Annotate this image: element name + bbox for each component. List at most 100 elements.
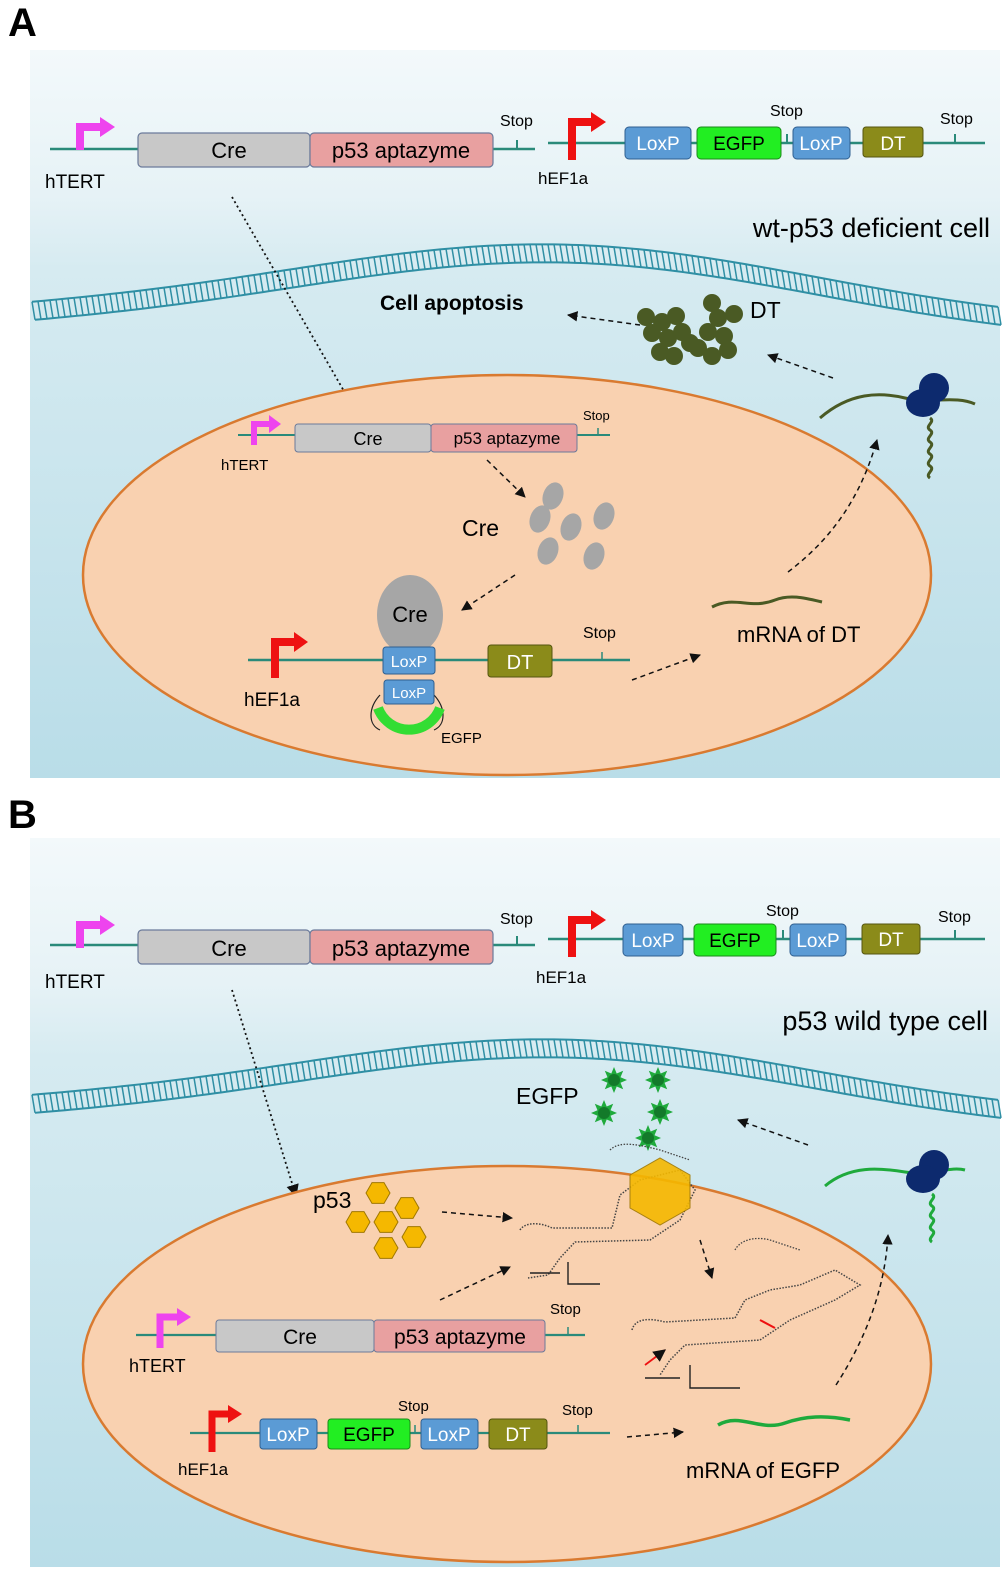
arrow: [767, 353, 834, 379]
promoter-arrow-icon: [568, 118, 594, 160]
egfp-label: EGFP: [709, 931, 761, 952]
dt-box: [487, 644, 553, 678]
stop-label: Stop: [938, 909, 971, 926]
egfp-excised-loop: [373, 706, 445, 735]
loxp-label: LoxP: [799, 134, 842, 155]
loxp-box: [624, 126, 692, 160]
arrow: [737, 1118, 809, 1146]
promoter-arrow-icon: [156, 1313, 180, 1348]
cre-gene-label: Cre: [211, 936, 246, 961]
promoter-label: hEF1a: [538, 169, 589, 188]
cre-protein-label: Cre: [462, 515, 499, 541]
aptazyme-structure-cleaved-icon: [631, 1237, 862, 1389]
loxp-box: [789, 923, 847, 957]
transfer-arrow: [231, 196, 353, 407]
aptazyme-gene-box: [373, 1319, 546, 1353]
b-nuclear-construct-hEF1a: hEF1a LoxP EGFP Stop LoxP DT Stop: [178, 1398, 610, 1479]
p53-protein-icon: [345, 1182, 427, 1259]
stop-label: Stop: [500, 113, 533, 130]
cell-membrane: [31, 243, 1002, 326]
stop-label: Stop: [766, 903, 799, 920]
arrow: [441, 1211, 514, 1223]
panel-a-letter: A: [8, 1, 37, 45]
cre-recombinase-label: Cre: [392, 602, 427, 627]
egfp-box: [327, 1418, 411, 1450]
a-nuclear-construct-hTERT: hTERT Cre p53 aptazyme Stop: [221, 408, 610, 474]
a-top-construct-hTERT: hTERT Cre p53 aptazyme Stop: [45, 113, 535, 193]
p53-hexagon: [401, 1226, 427, 1248]
b-top-construct-hTERT: hTERT Cre p53 aptazyme Stop: [45, 911, 535, 993]
stop-label: Stop: [550, 1301, 581, 1318]
promoter-label: hTERT: [45, 172, 105, 193]
aptazyme-gene-box: [309, 929, 494, 965]
arrow: [699, 1239, 715, 1280]
stop-label: Stop: [500, 911, 533, 928]
p53-label: p53: [313, 1187, 351, 1213]
stop-label: Stop: [583, 408, 610, 423]
arrow: [461, 574, 516, 611]
egfp-box: [693, 923, 777, 957]
arrow: [626, 1427, 685, 1439]
nucleus: [81, 373, 933, 777]
promoter-arrow-icon: [271, 638, 296, 678]
aptazyme-gene-box: [430, 423, 578, 453]
apoptosis-label: Cell apoptosis: [380, 292, 524, 315]
nucleus: [81, 1164, 933, 1564]
egfp-protein-icon: [591, 1067, 673, 1151]
stop-label: Stop: [398, 1398, 429, 1415]
loxp-box: [383, 679, 435, 705]
cell-type-label: wt-p53 deficient cell: [752, 213, 990, 243]
dt-label: DT: [880, 134, 906, 155]
egfp-protein-label: EGFP: [516, 1083, 579, 1109]
dt-protein-label: DT: [750, 297, 781, 323]
dt-label: DT: [878, 930, 904, 951]
promoter-label: hTERT: [45, 972, 105, 993]
p53-hexagon: [373, 1211, 399, 1233]
loxp-box: [420, 1418, 479, 1450]
p53-hexagon: [373, 1237, 399, 1259]
cre-protein-icon: [529, 482, 615, 570]
mrna-dt-icon: [711, 595, 823, 609]
b-top-construct-hEF1a: hEF1a LoxP EGFP Stop LoxP DT Stop: [536, 903, 985, 987]
promoter-arrow-icon: [251, 421, 272, 445]
aptazyme-structure-bound-icon: [519, 1143, 696, 1285]
mrna-label: mRNA of DT: [737, 622, 860, 647]
p53-hexagon: [345, 1211, 371, 1233]
dt-box: [861, 923, 921, 955]
loxp-label: LoxP: [427, 1425, 470, 1446]
arrow: [631, 653, 701, 681]
stop-label: Stop: [562, 1402, 593, 1419]
dt-box: [488, 1418, 548, 1450]
loxp-box: [792, 126, 851, 160]
loxp-label: LoxP: [796, 931, 839, 952]
promoter-label: hEF1a: [536, 968, 587, 987]
loxp-label: LoxP: [631, 931, 674, 952]
arrow: [439, 1266, 511, 1301]
promoter-label: hTERT: [221, 457, 268, 474]
egfp-box: [696, 126, 782, 160]
a-top-construct-hEF1a: hEF1a LoxP EGFP Stop LoxP DT Stop: [538, 103, 985, 188]
aptazyme-gene-label: p53 aptazyme: [332, 936, 470, 961]
promoter-label: hEF1a: [178, 1460, 229, 1479]
mrna-egfp-icon: [717, 1415, 851, 1428]
dt-protein-icon: [637, 294, 743, 365]
egfp-label: EGFP: [343, 1425, 395, 1446]
loxp-label: LoxP: [391, 654, 427, 671]
promoter-label: hTERT: [129, 1356, 186, 1376]
promoter-arrow-icon: [568, 916, 594, 957]
cre-gene-label: Cre: [211, 138, 246, 163]
promoter-arrow-icon: [76, 921, 103, 948]
loxp-box: [622, 923, 684, 957]
promoter-arrow-icon: [76, 123, 103, 150]
loxp-box: [382, 646, 436, 675]
b-nuclear-construct-hTERT: hTERT Cre p53 aptazyme Stop: [129, 1301, 585, 1376]
aptazyme-gene-label: p53 aptazyme: [332, 138, 470, 163]
aptazyme-gene-box: [309, 132, 494, 168]
loxp-box: [259, 1418, 318, 1450]
loxp-label: LoxP: [266, 1425, 309, 1446]
cre-gene-label: Cre: [353, 429, 382, 449]
cre-recombinase-icon: [377, 575, 443, 655]
stop-label: Stop: [770, 103, 803, 120]
ribosome-icon: [819, 373, 976, 480]
